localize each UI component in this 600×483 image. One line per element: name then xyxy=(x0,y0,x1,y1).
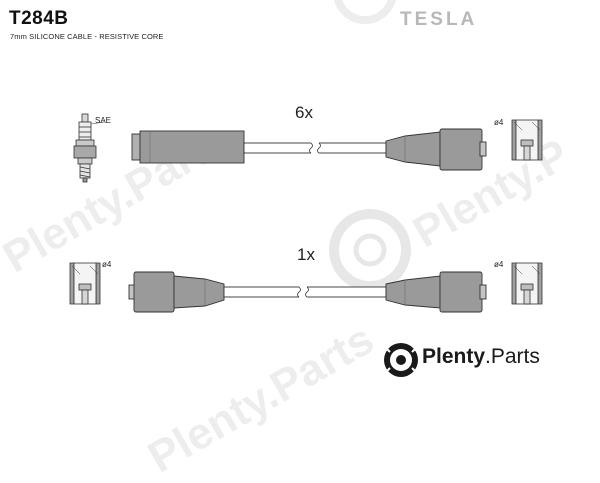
spark-plug-icon xyxy=(73,113,97,183)
watermark-disc-icon xyxy=(329,209,411,291)
cable-break xyxy=(309,141,321,155)
terminal-section-left xyxy=(69,262,101,305)
diameter-label-top: ø4 xyxy=(494,118,504,127)
part-number: T284B xyxy=(9,8,69,29)
cable-description: 7mm SILICONE CABLE - RESISTIVE CORE xyxy=(10,32,164,41)
coil-boot-left xyxy=(128,271,225,313)
diameter-label-bottom-right: ø4 xyxy=(494,260,504,269)
quantity-label-bottom: 1x xyxy=(297,245,315,264)
plentyparts-logo-bold: Plenty xyxy=(422,345,486,368)
terminal-section-right xyxy=(511,262,543,305)
distributor-boot-top xyxy=(385,128,487,171)
plentyparts-logo-icon xyxy=(384,343,418,377)
watermark-disc-icon-top xyxy=(334,0,396,24)
diagram-canvas: Plenty.Parts Plenty.P Plenty.Parts xyxy=(0,0,577,482)
cable-drawing xyxy=(69,0,543,377)
diameter-label-bottom-left: ø4 xyxy=(102,260,112,269)
cable-break-bottom xyxy=(297,285,309,299)
terminal-section-top xyxy=(511,119,543,161)
brand-logo: TESLA xyxy=(400,9,478,30)
plug-boot xyxy=(131,130,245,164)
quantity-label-top: 6x xyxy=(295,103,313,122)
coil-boot-right xyxy=(385,271,487,313)
plentyparts-logo-text: Plenty.Parts xyxy=(422,345,540,369)
plentyparts-logo-rest: .Parts xyxy=(485,345,540,368)
sae-label: SAE xyxy=(95,116,112,125)
